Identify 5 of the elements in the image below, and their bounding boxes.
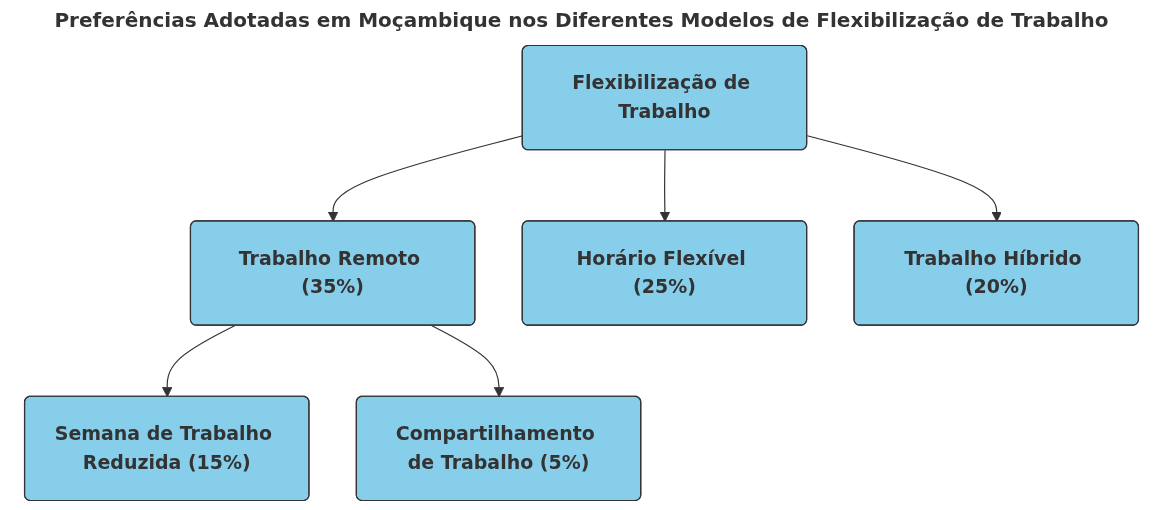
- arrow: [806, 135, 1002, 222]
- arrow: [431, 325, 505, 398]
- diagram-title: Preferências Adotadas em Moçambique nos Diferentes Modelos de Flexibilização de Trabalho: [54, 8, 1109, 32]
- arrow: [161, 325, 236, 398]
- arrow: [659, 149, 671, 222]
